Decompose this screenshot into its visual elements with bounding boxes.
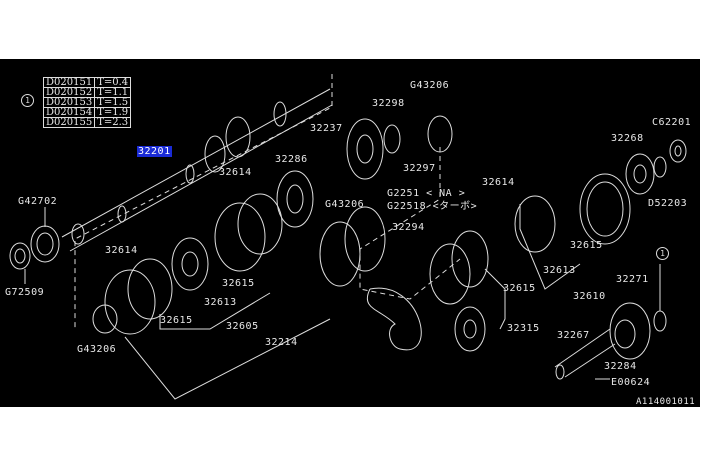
thickness-value: T=0.4	[94, 77, 132, 88]
part-label[interactable]: 32237	[310, 123, 343, 134]
part-label[interactable]: 32294	[392, 222, 425, 233]
diagram-line-art	[9, 74, 687, 400]
part-label[interactable]: G43206	[77, 344, 117, 355]
part-number: D020152	[42, 87, 96, 98]
part-label[interactable]: C62201	[652, 117, 692, 128]
part-label[interactable]: G42702	[18, 196, 58, 207]
part-label[interactable]: G2251 < NA >	[387, 188, 466, 199]
part-label[interactable]: 32614	[219, 167, 252, 178]
diagram-id: A114001011	[636, 397, 696, 407]
part-label[interactable]: 32286	[275, 154, 308, 165]
gear-cluster-right	[429, 139, 687, 380]
part-label[interactable]: E00624	[611, 377, 651, 388]
part-label[interactable]: 32615	[570, 240, 603, 251]
part-label[interactable]: 32605	[226, 321, 259, 332]
part-label[interactable]: 32271	[616, 274, 649, 285]
part-label[interactable]: 32613	[204, 297, 237, 308]
part-label[interactable]: 32214	[265, 337, 298, 348]
part-label[interactable]: 32613	[543, 265, 576, 276]
part-label[interactable]: 32615	[222, 278, 255, 289]
ref-circle-left: 1	[21, 94, 34, 107]
part-number: D020155	[42, 117, 96, 128]
part-label[interactable]: G43206	[325, 199, 365, 210]
part-label[interactable]: G43206	[410, 80, 450, 91]
part-label-selected[interactable]: 32201	[137, 146, 172, 157]
part-label[interactable]: 32614	[482, 177, 515, 188]
leader-lines	[24, 204, 661, 400]
thickness-value: T=2.3	[94, 117, 132, 128]
part-label[interactable]: G22518 <ターボ>	[387, 201, 478, 212]
part-label[interactable]: 32614	[105, 245, 138, 256]
part-number: D020153	[42, 97, 96, 108]
part-label[interactable]: 32315	[507, 323, 540, 334]
thickness-value: T=1.9	[94, 107, 132, 118]
thickness-value: T=1.1	[94, 87, 132, 98]
part-label[interactable]: 32297	[403, 163, 436, 174]
part-label[interactable]: 32615	[160, 315, 193, 326]
part-label[interactable]: 32615	[503, 283, 536, 294]
part-label[interactable]: 32284	[604, 361, 637, 372]
thickness-value: T=1.5	[94, 97, 132, 108]
part-label[interactable]: 32267	[557, 330, 590, 341]
assembly-outline	[74, 74, 461, 329]
part-number: D020154	[42, 107, 96, 118]
ref-circle-right: 1	[656, 247, 669, 260]
part-label[interactable]: G72509	[5, 287, 45, 298]
part-label[interactable]: D52203	[648, 198, 688, 209]
part-label[interactable]: 32268	[611, 133, 644, 144]
part-label[interactable]: 32610	[573, 291, 606, 302]
part-label[interactable]: 32298	[372, 98, 405, 109]
shift-plate	[367, 287, 422, 351]
part-number: D020151	[42, 77, 96, 88]
